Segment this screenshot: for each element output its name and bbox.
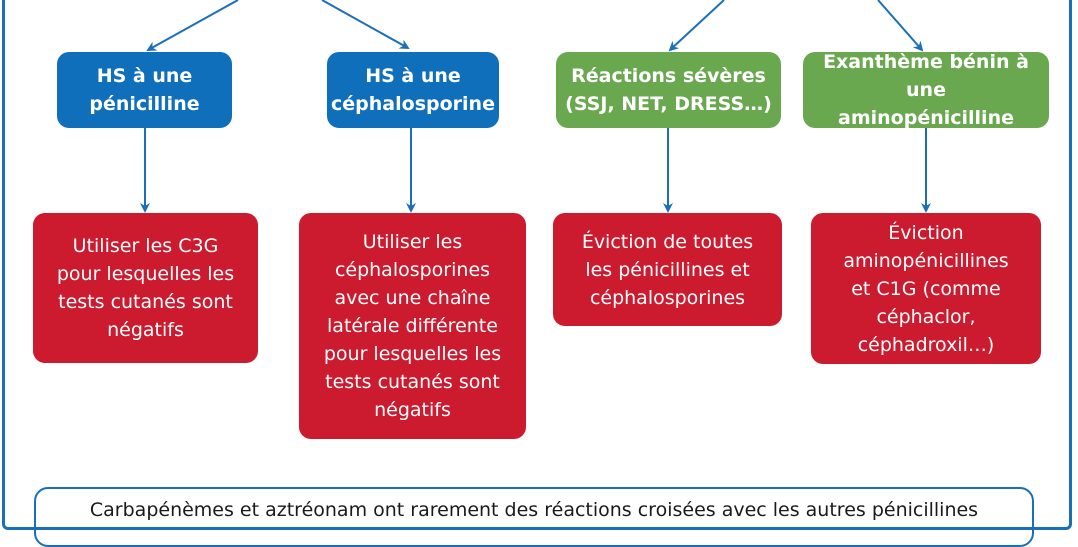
arrow-into-box-4 <box>877 0 924 52</box>
box-hs-cephalosporine: HS à une céphalosporine <box>327 52 499 128</box>
box-utiliser-cephalosporines: Utiliser les céphalosporines avec une ch… <box>299 213 526 439</box>
box-utiliser-c3g: Utiliser les C3G pour lesquelles les tes… <box>33 213 258 363</box>
box-hs-penicilline: HS à une pénicilline <box>57 52 232 128</box>
box-exantheme-benin: Exanthème bénin à une aminopénicilline <box>803 51 1049 129</box>
arrow-into-box-2 <box>321 0 410 49</box>
connector-lines <box>140 0 931 213</box>
arrow-into-box-3 <box>668 0 725 52</box>
box-reactions-severes: Réactions sévères (SSJ, NET, DRESS…) <box>556 52 781 128</box>
footer-note: Carbapénèmes et aztréonam ont rarement d… <box>34 487 1034 547</box>
box-eviction-aminopenicillines: Éviction aminopénicillines et C1G (comme… <box>811 213 1041 364</box>
arrow-into-box-1 <box>146 0 239 51</box>
box-eviction-toutes: Éviction de toutes les pénicillines et c… <box>553 213 782 326</box>
